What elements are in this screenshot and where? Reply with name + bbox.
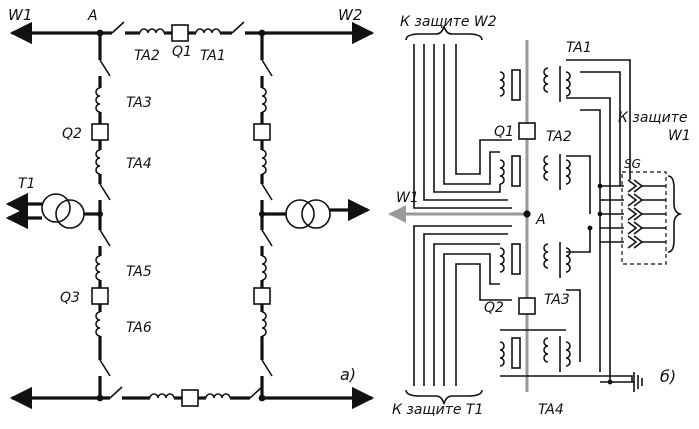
disconnector-top-left	[111, 21, 125, 34]
label-ta3: TA3	[126, 95, 152, 111]
transformer-t1	[41, 193, 71, 223]
ta3-coil	[95, 87, 101, 113]
label-w2-right: W2	[338, 6, 362, 24]
breaker-q3	[91, 287, 109, 305]
ta2-top-coil	[139, 28, 165, 34]
panel-b-secondary-scheme: К защите W2 TA1 Q1 TA2 W1 A Q2 TA3 TA4 К…	[388, 14, 691, 418]
label-w1-left: W1	[8, 6, 32, 24]
label-ta1-top: TA1	[200, 48, 226, 64]
label-protect-w2: К защите W2	[400, 14, 497, 30]
label-q2-left: Q2	[62, 126, 82, 142]
wires-to-t1-protection	[405, 225, 512, 405]
label-bus-a-right: A	[535, 212, 546, 228]
breaker-q2	[91, 123, 109, 141]
label-w1-right: W1	[396, 190, 419, 206]
label-q1-right: Q1	[494, 124, 514, 140]
label-t1: T1	[18, 176, 35, 192]
ground-icon	[600, 372, 643, 392]
breaker-right-lower	[253, 287, 271, 305]
ct-group-ta4	[499, 336, 571, 372]
ct-group-ta2	[499, 154, 571, 190]
breaker-q2-b	[518, 297, 536, 315]
label-bus-a-left: A	[87, 8, 98, 24]
ct-group-ta1	[499, 66, 571, 102]
label-q2-right: Q2	[484, 300, 504, 316]
ta5-coil	[95, 255, 101, 281]
label-ta3-right: TA3	[544, 292, 570, 308]
breaker-q1	[171, 24, 189, 42]
label-panel-b: б)	[660, 367, 676, 386]
breaker-right-upper	[253, 123, 271, 141]
label-protect-w1-line1: К защите	[618, 110, 687, 126]
label-ta4-right: TA4	[538, 402, 564, 418]
label-ta2-right: TA2	[546, 129, 572, 145]
breaker-q1-b	[518, 122, 536, 140]
node-a-b	[523, 210, 531, 218]
panel-a-primary-scheme: W1 A W2 TA2 Q1 TA1 TA3 Q2 TA4 T1 TA5 Q3 …	[5, 6, 375, 410]
label-ta1-right: TA1	[566, 40, 592, 56]
disconnector-top-right	[231, 21, 245, 34]
label-q3: Q3	[60, 290, 80, 306]
wires-to-sg	[500, 59, 633, 382]
transformer-right	[285, 199, 315, 229]
label-ta6: TA6	[126, 320, 152, 336]
ta4-coil	[95, 149, 101, 175]
label-ta2-top: TA2	[134, 48, 160, 64]
label-ta4-left: TA4	[126, 156, 152, 172]
test-block-sg	[621, 171, 683, 265]
ta6-coil	[95, 311, 101, 337]
ta1-top-coil	[195, 28, 221, 34]
label-protect-w1-line2: W1	[668, 128, 691, 144]
label-protect-t1: К защите Т1	[392, 402, 483, 418]
label-ta5: TA5	[126, 264, 152, 280]
ct-group-ta3	[499, 242, 571, 278]
label-sg: SG	[624, 157, 641, 171]
label-q1-top: Q1	[172, 44, 192, 60]
label-panel-a: а)	[340, 365, 356, 384]
wires-to-w2-protection	[405, 25, 512, 209]
breaker-bottom	[181, 389, 199, 407]
